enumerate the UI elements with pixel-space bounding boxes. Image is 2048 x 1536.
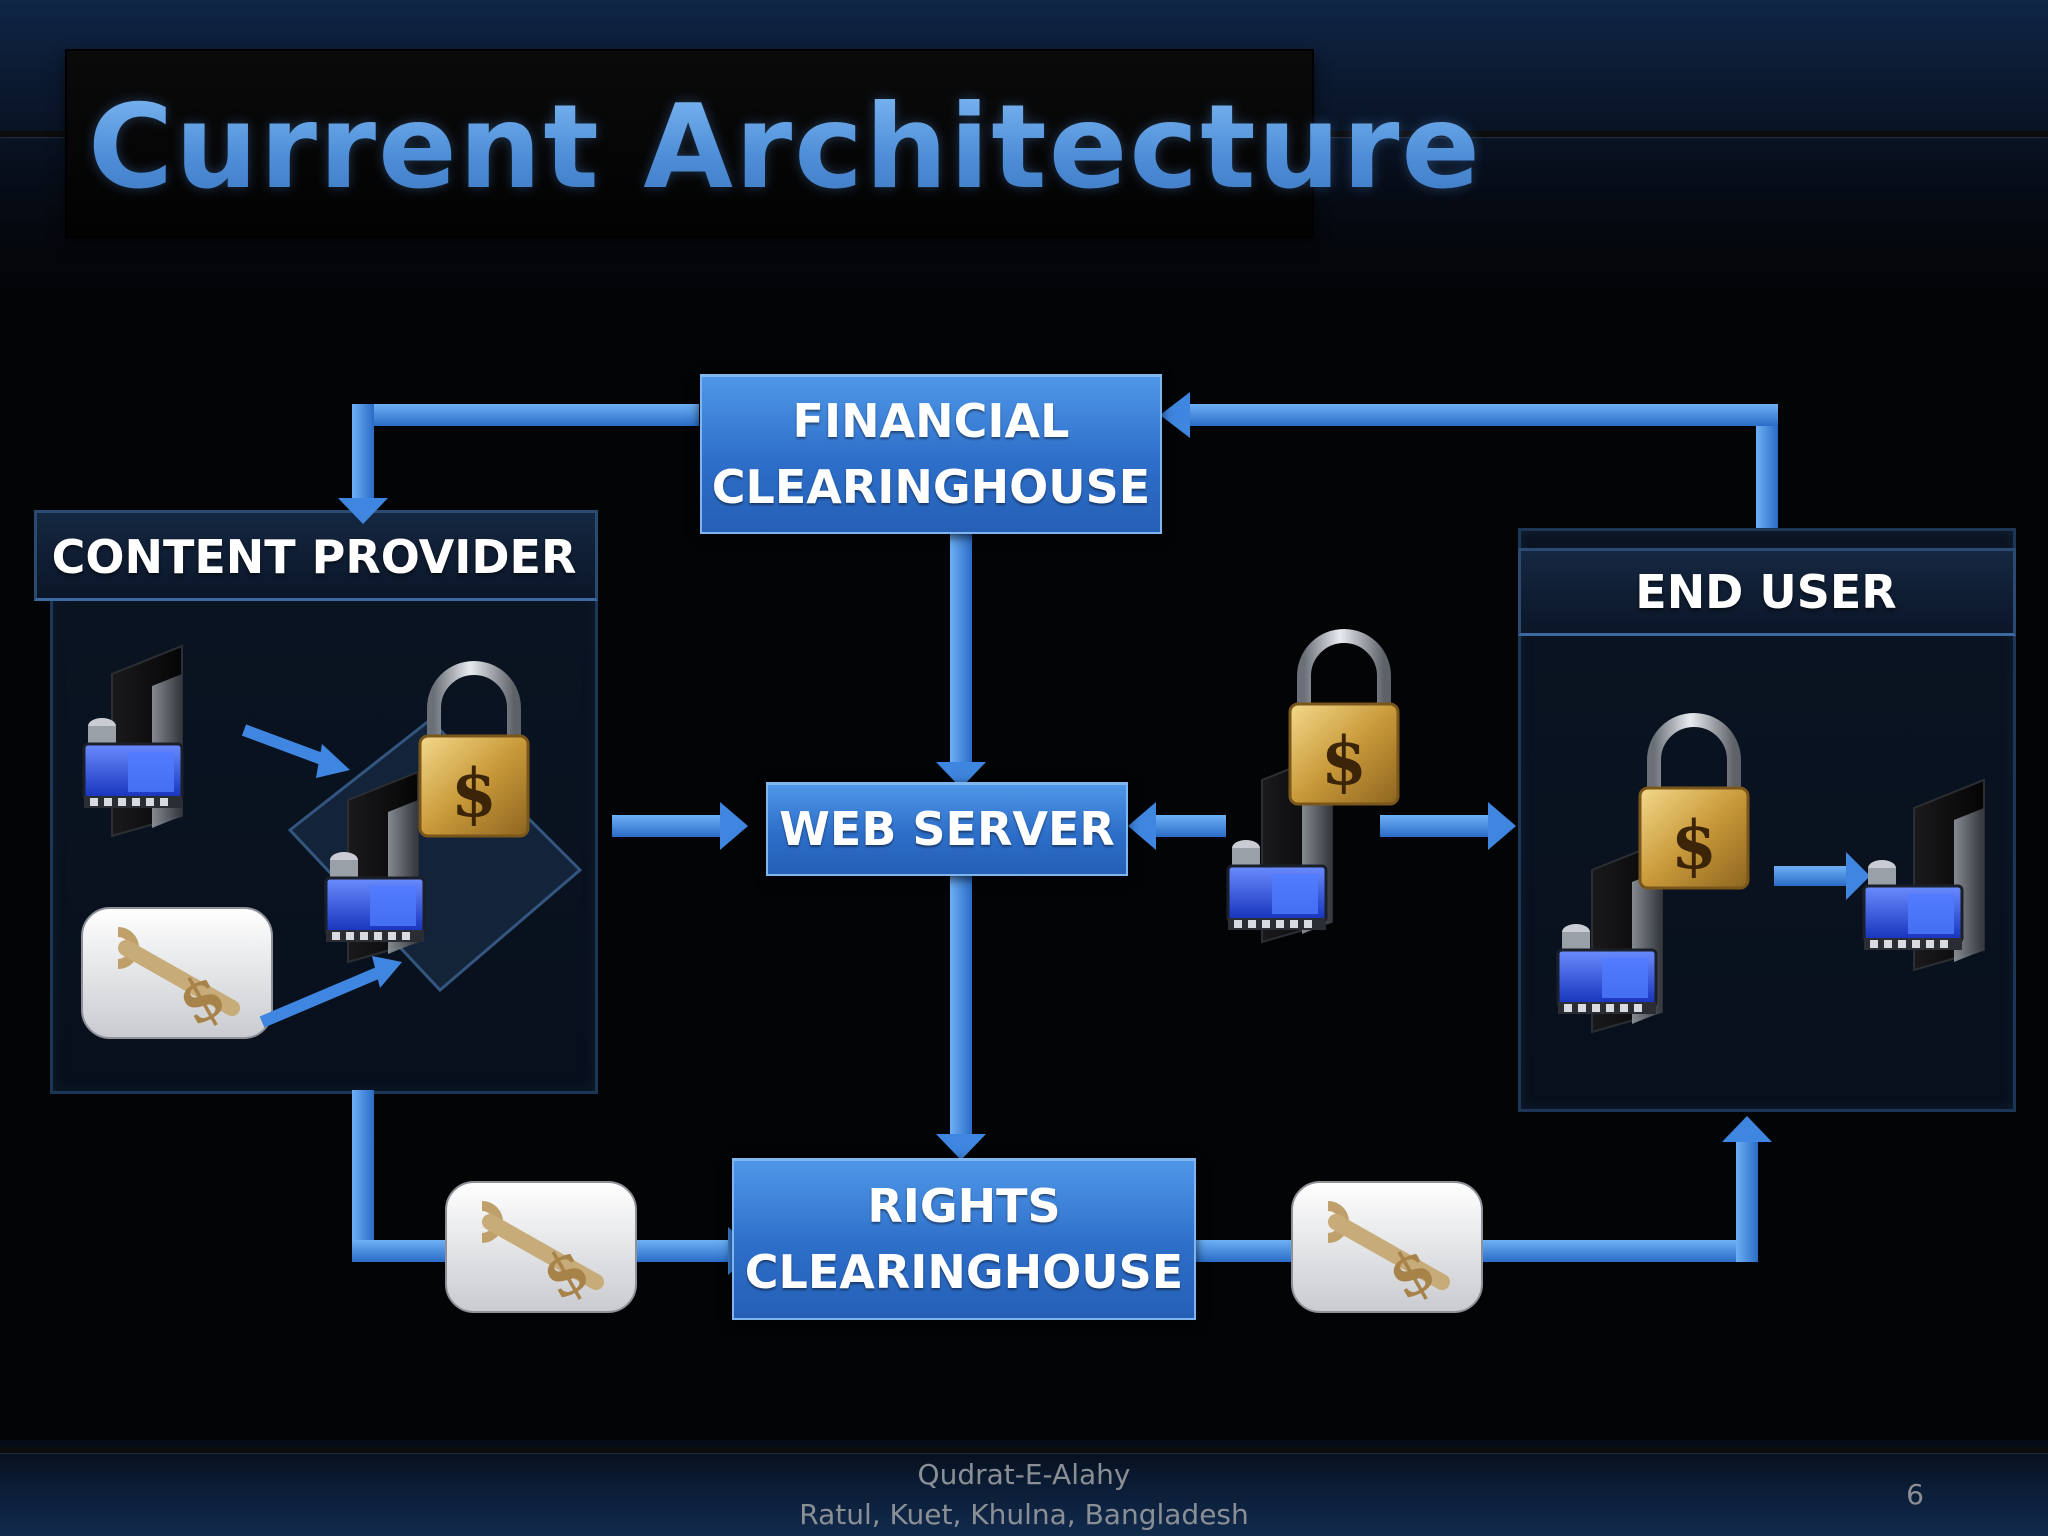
header-rule-left: [0, 131, 80, 137]
slide-page-number: 6: [1906, 1478, 1924, 1511]
bottom-left-dollar-key-icon: [446, 1182, 636, 1315]
eu-dollar-padlock-icon: [1640, 720, 1748, 888]
end-user-header: [1518, 548, 2016, 636]
eu-internal-arrow-head: [1846, 852, 1870, 900]
financial-clearinghouse-line2: CLEARINGHOUSE: [711, 460, 1151, 514]
web-server-label: WEB SERVER: [779, 802, 1115, 856]
slide-title: Current Architecture: [88, 78, 1482, 218]
footer-rule: [0, 1447, 2048, 1453]
arrow-package-to-end-user: [1380, 802, 1516, 850]
footer-author: Qudrat-E-Alahy: [917, 1458, 1131, 1491]
arrow-package-to-web-server: [1128, 802, 1226, 850]
content-provider-header: [34, 510, 598, 601]
title-box: [67, 51, 1312, 236]
rights-clearinghouse-line1: RIGHTS: [867, 1179, 1061, 1233]
cp-internal-arrow-2-head: [372, 956, 402, 988]
arrow-web-server-to-rights: [936, 872, 986, 1160]
slide-background-bottom: [0, 1440, 2048, 1536]
cp-internal-arrow-1-head: [316, 744, 350, 778]
cp-internal-arrow-1: [241, 724, 333, 768]
rights-clearinghouse-node: RIGHTS CLEARINGHOUSE: [732, 1158, 1196, 1320]
header-rule-right: [1310, 131, 2048, 137]
bottom-right-dollar-key-icon: [1292, 1182, 1482, 1315]
cp-internal-arrow-2: [259, 966, 383, 1028]
end-user-label: END USER: [1635, 565, 1897, 619]
mid-dollar-padlock-icon: [1290, 636, 1398, 804]
web-server-node: WEB SERVER: [766, 782, 1128, 876]
content-provider-label: CONTENT PROVIDER: [51, 530, 577, 584]
eu-internal-arrow: [1774, 866, 1852, 886]
arrow-financial-to-content-provider: [338, 404, 699, 524]
footer-affiliation: Ratul, Kuet, Khulna, Bangladesh: [799, 1498, 1249, 1531]
cp-dollar-key-icon: [82, 908, 272, 1041]
financial-clearinghouse-node: FINANCIAL CLEARINGHOUSE: [700, 374, 1162, 534]
cp-dollar-padlock-icon: [420, 668, 528, 836]
financial-clearinghouse-line1: FINANCIAL: [792, 394, 1070, 448]
arrow-financial-to-web-server: [936, 532, 986, 788]
arrow-content-provider-to-web-server: [612, 802, 748, 850]
rights-clearinghouse-line2: CLEARINGHOUSE: [744, 1245, 1184, 1299]
arrow-end-user-to-financial: [1160, 392, 1778, 528]
